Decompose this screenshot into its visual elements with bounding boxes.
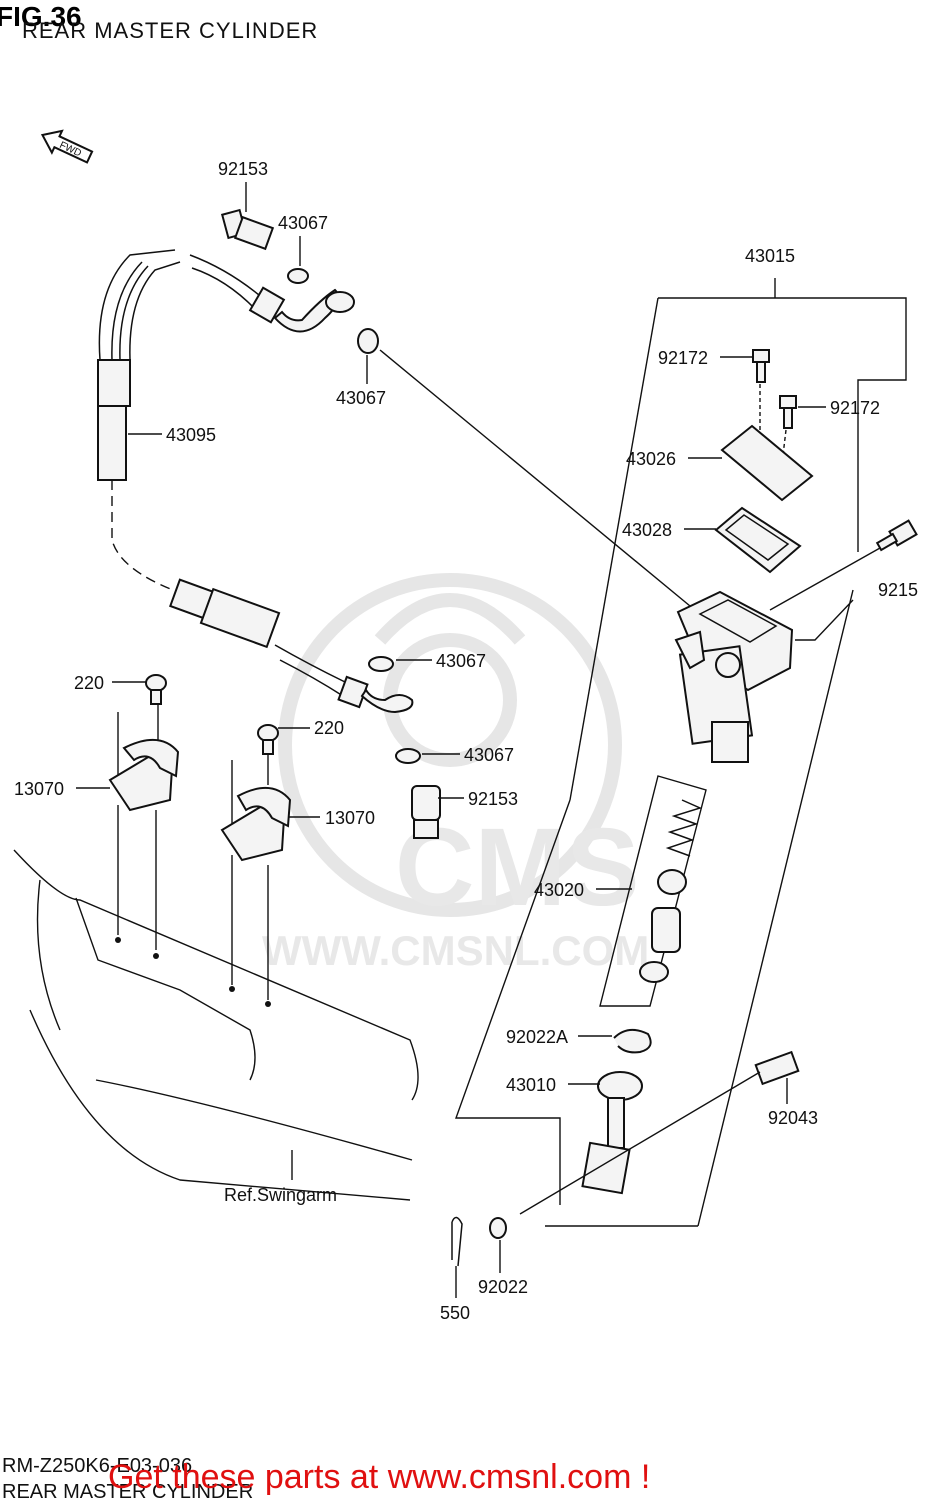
part-label-92153-top: 92153	[218, 159, 268, 179]
watermark: CMS WWW.CMSNL.COM	[262, 573, 649, 974]
part-label-92172-a: 92172	[658, 348, 708, 368]
washer-43067-d-icon	[395, 748, 421, 764]
washer-92022-icon	[489, 1217, 507, 1239]
fig-label: FIG.36	[0, 1, 82, 32]
fwd-label: FWD	[58, 140, 83, 160]
washer-43067-b-icon	[357, 328, 379, 354]
circlip-icon	[613, 1028, 652, 1054]
part-label-43067-b: 43067	[336, 388, 386, 408]
part-label-92022A: 92022A	[506, 1027, 568, 1047]
hose-clamp-b-icon	[220, 760, 292, 862]
part-label-220-a: 220	[74, 673, 104, 693]
swingarm-outline	[13, 849, 419, 1201]
fwd-arrow-icon: FWD	[40, 129, 94, 164]
part-label-220-b: 220	[314, 718, 344, 738]
hose-clamp-a-icon	[108, 712, 180, 812]
part-label-13070-b: 13070	[325, 808, 375, 828]
screw-92172-a-icon	[752, 349, 770, 383]
diaphragm-icon	[714, 506, 802, 574]
assembly-outline-left	[569, 297, 659, 801]
banjo-bolt-bottom-icon	[411, 785, 441, 839]
part-label-550: 550	[440, 1303, 470, 1323]
assembly-outline-upper	[658, 297, 907, 552]
part-label-92153-bot: 92153	[468, 789, 518, 809]
part-label-ref-swingarm: Ref.Swingarm	[224, 1185, 337, 1205]
clevis-pin-icon	[754, 1050, 800, 1086]
part-label-92172-b: 92172	[830, 398, 880, 418]
master-cylinder-body-icon	[674, 590, 794, 763]
part-label-43020: 43020	[534, 880, 584, 900]
bolt-9215-icon	[875, 519, 918, 552]
screw-220-b-icon	[257, 724, 279, 755]
reservoir-cap-icon	[720, 424, 814, 502]
part-label-43028: 43028	[622, 520, 672, 540]
part-label-13070-a: 13070	[14, 779, 64, 799]
screw-92172-b-icon	[779, 395, 797, 429]
part-label-43095: 43095	[166, 425, 216, 445]
screw-220-a-icon	[145, 674, 167, 705]
footer-caption: REAR MASTER CYLINDER	[2, 1481, 253, 1500]
watermark-url: WWW.CMSNL.COM	[262, 927, 649, 974]
push-rod-icon	[581, 1071, 643, 1195]
brake-hose	[97, 249, 414, 714]
part-label-43010: 43010	[506, 1075, 556, 1095]
assembly-outline-right-mid	[795, 599, 854, 641]
washer-43067-a-icon	[287, 268, 309, 284]
diagram-title: REAR MASTER CYLINDER	[22, 18, 318, 43]
diagram-code: RM-Z250K6-E03-036	[2, 1455, 192, 1477]
part-label-43067-c: 43067	[436, 651, 486, 671]
part-label-9215: 9215	[878, 580, 918, 600]
part-label-43067-d: 43067	[464, 745, 514, 765]
part-label-43067-a: 43067	[278, 213, 328, 233]
piston-kit-icon	[639, 799, 703, 983]
part-label-43015: 43015	[745, 246, 795, 266]
assembly-outline-right	[697, 589, 854, 1227]
banjo-bolt-top-icon	[220, 208, 275, 251]
kit-outline	[599, 775, 707, 1007]
part-label-43026: 43026	[626, 449, 676, 469]
washer-43067-c-icon	[368, 656, 394, 672]
promo-link[interactable]: Get these parts at www.cmsnl.com !	[108, 1458, 650, 1496]
part-label-92022: 92022	[478, 1277, 528, 1297]
assembly-outline-lower	[455, 799, 571, 1205]
part-label-92043: 92043	[768, 1108, 818, 1128]
cotter-pin-icon	[451, 1216, 463, 1267]
